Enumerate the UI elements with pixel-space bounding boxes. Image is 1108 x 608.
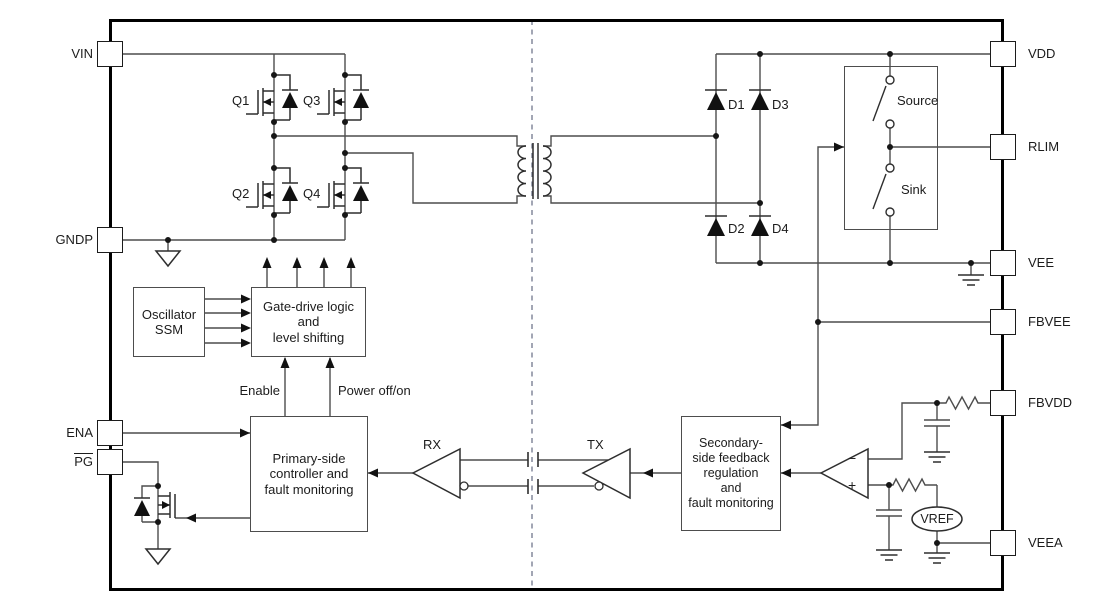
secondary-feedback-line: Secondary- xyxy=(699,436,763,450)
current-limit-switches xyxy=(872,75,895,217)
gate-drive-line: Gate-drive logic xyxy=(262,298,355,314)
vref-source xyxy=(911,506,963,532)
tx-buffer xyxy=(581,447,631,500)
mosfet-q2 xyxy=(246,167,298,214)
pin-pad-vdd xyxy=(990,41,1016,67)
wires xyxy=(110,53,1003,553)
secondary-feedback-line: regulation xyxy=(703,466,759,480)
secondary-feedback-line: and xyxy=(720,481,742,495)
chip-outline xyxy=(109,19,1004,591)
pin-label-veea: VEEA xyxy=(1028,535,1063,550)
pin-pad-fbvdd xyxy=(990,390,1016,416)
primary-controller-block: Primary-side controller and fault monito… xyxy=(250,416,368,532)
pin-pad-veea xyxy=(990,530,1016,556)
pin-label-pg: PG xyxy=(74,453,93,469)
label-q1: Q1 xyxy=(232,93,250,108)
primary-controller-line: fault monitoring xyxy=(264,481,354,497)
grounds xyxy=(144,250,984,566)
label-d2: D2 xyxy=(728,221,745,236)
pin-label-vdd: VDD xyxy=(1028,46,1056,61)
core xyxy=(532,143,539,199)
mosfet-q4 xyxy=(317,167,369,214)
pg-ground xyxy=(144,548,172,566)
gate-drive-line: and xyxy=(297,314,320,330)
vee-ground xyxy=(958,274,984,286)
primary-controller-line: Primary-side xyxy=(272,450,346,466)
primary-winding xyxy=(517,145,527,197)
gate-drive-block: Gate-drive logic and level shifting xyxy=(251,287,366,357)
label-d1: D1 xyxy=(728,97,745,112)
pin-pad-fbvee xyxy=(990,309,1016,335)
pin-label-fbvdd: FBVDD xyxy=(1028,395,1073,410)
label-vref: VREF xyxy=(920,512,954,526)
pin-label-fbvee: FBVEE xyxy=(1028,314,1071,329)
primary-controller-line: controller and xyxy=(269,466,349,482)
label-q2: Q2 xyxy=(232,186,250,201)
isolation-caps xyxy=(527,452,539,494)
pin-pad-vin xyxy=(97,41,123,67)
label-q4: Q4 xyxy=(303,186,321,201)
oscillator-block: Oscillator SSM xyxy=(133,287,205,357)
rx-buffer xyxy=(411,447,469,500)
rectifier-diodes xyxy=(705,89,771,236)
secondary-feedback-block: Secondary- side feedback regulation and … xyxy=(681,416,781,531)
pin-pad-vee xyxy=(990,250,1016,276)
secondary-winding xyxy=(542,145,552,197)
oscillator-line: SSM xyxy=(154,322,184,337)
pin-pad-pg xyxy=(97,449,123,475)
label-sink-switch: Sink xyxy=(901,182,927,197)
label-enable: Enable xyxy=(239,383,280,398)
label-power-off-on: Power off/on xyxy=(338,383,411,398)
label-q3: Q3 xyxy=(303,93,321,108)
mosfet-q3 xyxy=(317,74,369,121)
plus-cap-ground xyxy=(876,549,902,561)
pin-pad-rlim xyxy=(990,134,1016,160)
pin-label-ena: ENA xyxy=(66,425,93,440)
pin-pad-ena xyxy=(97,420,123,446)
label-tx: TX xyxy=(587,437,604,452)
pin-label-vee: VEE xyxy=(1028,255,1055,270)
gate-drive-line: level shifting xyxy=(272,329,345,345)
pin-label-rlim: RLIM xyxy=(1028,139,1060,154)
arrows xyxy=(186,142,844,523)
opamp-plus-sign: + xyxy=(848,477,857,493)
fbvdd-cap-ground xyxy=(924,451,950,463)
pin-pad-gndp xyxy=(97,227,123,253)
oscillator-line: Oscillator xyxy=(141,306,197,322)
current-limit-block xyxy=(844,66,938,230)
vref-ground xyxy=(924,552,950,564)
pin-label-vin: VIN xyxy=(71,46,93,61)
label-rx: RX xyxy=(423,437,442,452)
label-d3: D3 xyxy=(772,97,789,112)
transformer xyxy=(517,143,552,199)
mosfet-q1 xyxy=(246,74,298,121)
junction-dots xyxy=(155,51,974,546)
secondary-feedback-line: side feedback xyxy=(692,451,770,465)
label-d4: D4 xyxy=(772,221,789,236)
gndp-ground xyxy=(154,250,182,268)
secondary-feedback-line: fault monitoring xyxy=(688,496,774,510)
pin-label-gndp: GNDP xyxy=(55,232,93,247)
full-bridge xyxy=(246,74,369,214)
pg-open-drain-fet xyxy=(134,492,176,518)
opamp xyxy=(819,447,869,500)
opamp-minus-sign: − xyxy=(848,450,857,466)
label-source-switch: Source xyxy=(897,93,939,108)
